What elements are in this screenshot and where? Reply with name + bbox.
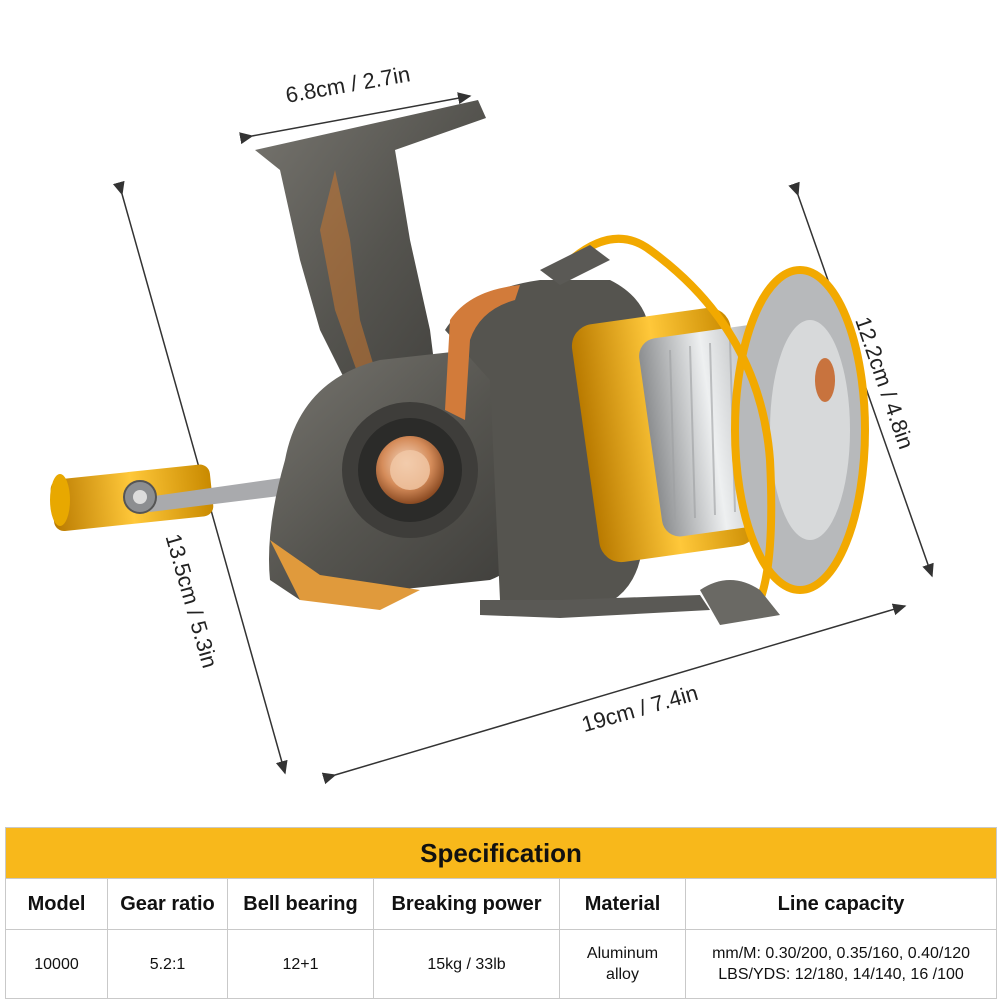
reel-body	[255, 100, 869, 625]
dim-line-top	[239, 92, 472, 145]
spec-title: Specification	[4, 827, 998, 879]
reel-handle	[50, 464, 312, 532]
material-line-1: Aluminum	[586, 945, 659, 962]
col-header-breaking-power: Breaking power	[373, 878, 560, 930]
cell-bell-bearing: 12+1	[227, 929, 374, 999]
product-illustration	[50, 92, 934, 785]
specification-table: Specification Model Gear ratio Bell bear…	[4, 827, 998, 999]
col-header-bell-bearing: Bell bearing	[227, 878, 374, 930]
cell-gear-ratio: 5.2:1	[107, 929, 228, 999]
col-header-model: Model	[5, 878, 108, 930]
col-header-gear-ratio: Gear ratio	[107, 878, 228, 930]
cell-material: Aluminum alloy	[559, 929, 686, 999]
cell-model: 10000	[5, 929, 108, 999]
product-image-area: 6.8cm / 2.7in 13.5cm / 5.3in 12.2cm / 4.…	[50, 61, 934, 785]
col-header-material: Material	[559, 878, 686, 930]
col-header-line-capacity: Line capacity	[684, 878, 998, 930]
cell-breaking-power: 15kg / 33lb	[373, 929, 560, 999]
dim-line-bottom	[321, 603, 907, 785]
capacity-line-2: LBS/YDS: 12/180, 14/140, 16 /100	[718, 966, 964, 983]
cell-line-capacity: mm/M: 0.30/200, 0.35/160, 0.40/120 LBS/Y…	[684, 929, 998, 999]
material-line-2: alloy	[606, 966, 639, 983]
table-row: 10000 5.2:1 12+1 15kg / 33lb Aluminum al…	[5, 929, 998, 999]
capacity-line-1: mm/M: 0.30/200, 0.35/160, 0.40/120	[712, 945, 971, 962]
